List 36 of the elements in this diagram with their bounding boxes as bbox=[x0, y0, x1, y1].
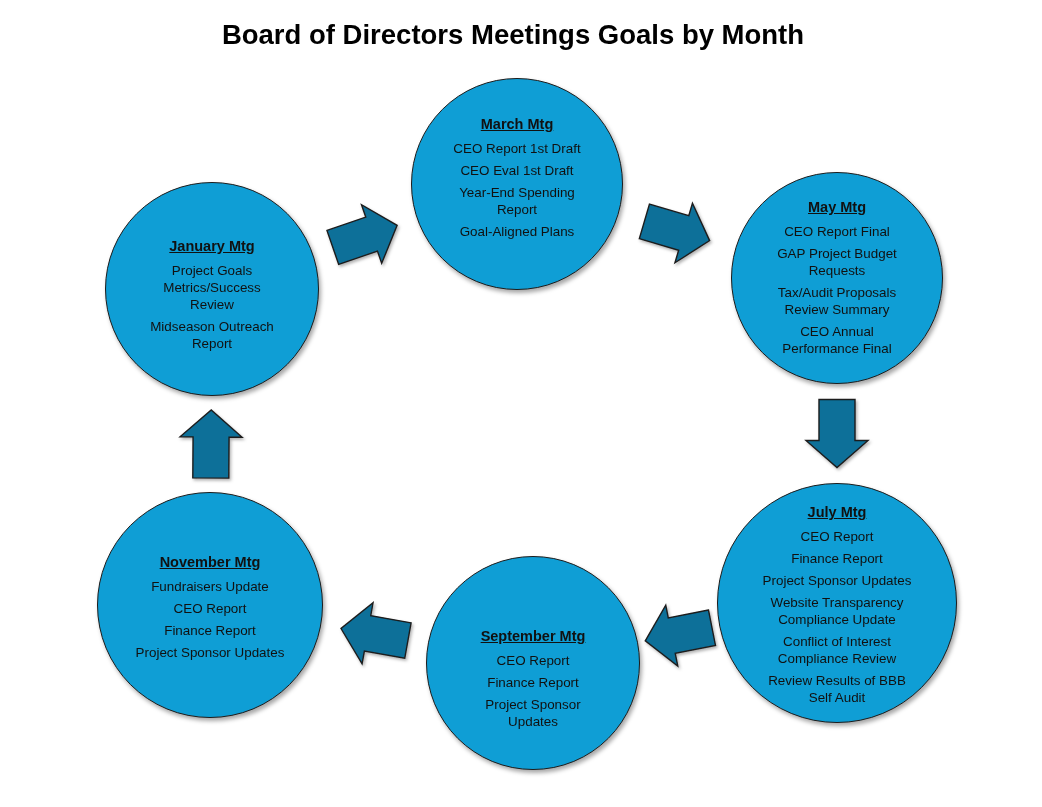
agenda-item: CEO Report Final bbox=[784, 223, 890, 240]
block-arrow bbox=[638, 201, 711, 265]
agenda-item: CEO Annual Performance Final bbox=[781, 323, 893, 357]
agenda-item: Project Sponsor Updates bbox=[135, 643, 285, 661]
agenda-item: Year-End Spending Report bbox=[458, 184, 576, 218]
meeting-heading: July Mtg bbox=[807, 504, 867, 521]
agenda-item: CEO Report bbox=[496, 652, 570, 669]
agenda-item: Finance Report bbox=[487, 674, 579, 691]
agenda-item: Project Sponsor Updates bbox=[762, 572, 912, 589]
block-arrow bbox=[178, 409, 244, 479]
block-arrow bbox=[326, 203, 398, 266]
meeting-heading: March Mtg bbox=[480, 116, 554, 133]
agenda-item: GAP Project Budget Requests bbox=[776, 245, 898, 279]
block-arrow bbox=[340, 601, 412, 666]
agenda-item: Project Goals Metrics/Success Review bbox=[162, 262, 262, 313]
agenda-item: CEO Eval 1st Draft bbox=[460, 162, 574, 179]
agenda-item: Goal-Aligned Plans bbox=[459, 223, 575, 240]
agenda-item: Tax/Audit Proposals Review Summary bbox=[776, 284, 898, 318]
meeting-heading: May Mtg bbox=[808, 199, 866, 216]
meeting-heading: September Mtg bbox=[480, 628, 586, 645]
agenda-item: Midseason Outreach Report bbox=[149, 318, 275, 352]
diagram-title: Board of Directors Meetings Goals by Month bbox=[221, 18, 805, 52]
agenda-item: CEO Report bbox=[173, 599, 247, 617]
agenda-item: CEO Report bbox=[800, 528, 874, 545]
block-arrow bbox=[804, 398, 870, 469]
agenda-item: Fundraisers Update bbox=[151, 577, 269, 595]
agenda-item: Finance Report bbox=[791, 550, 883, 567]
agenda-item: Website Transparency Compliance Update bbox=[769, 594, 905, 628]
agenda-item: Conflict of Interest Compliance Review bbox=[776, 633, 898, 667]
agenda-item: Review Results of BBB Self Audit bbox=[767, 672, 907, 706]
agenda-item: CEO Report 1st Draft bbox=[453, 140, 581, 157]
meeting-heading: January Mtg bbox=[169, 238, 255, 255]
agenda-item: Project Sponsor Updates bbox=[484, 696, 582, 730]
agenda-item: Finance Report bbox=[164, 621, 256, 639]
block-arrow bbox=[644, 603, 717, 668]
meeting-heading: November Mtg bbox=[159, 553, 261, 571]
